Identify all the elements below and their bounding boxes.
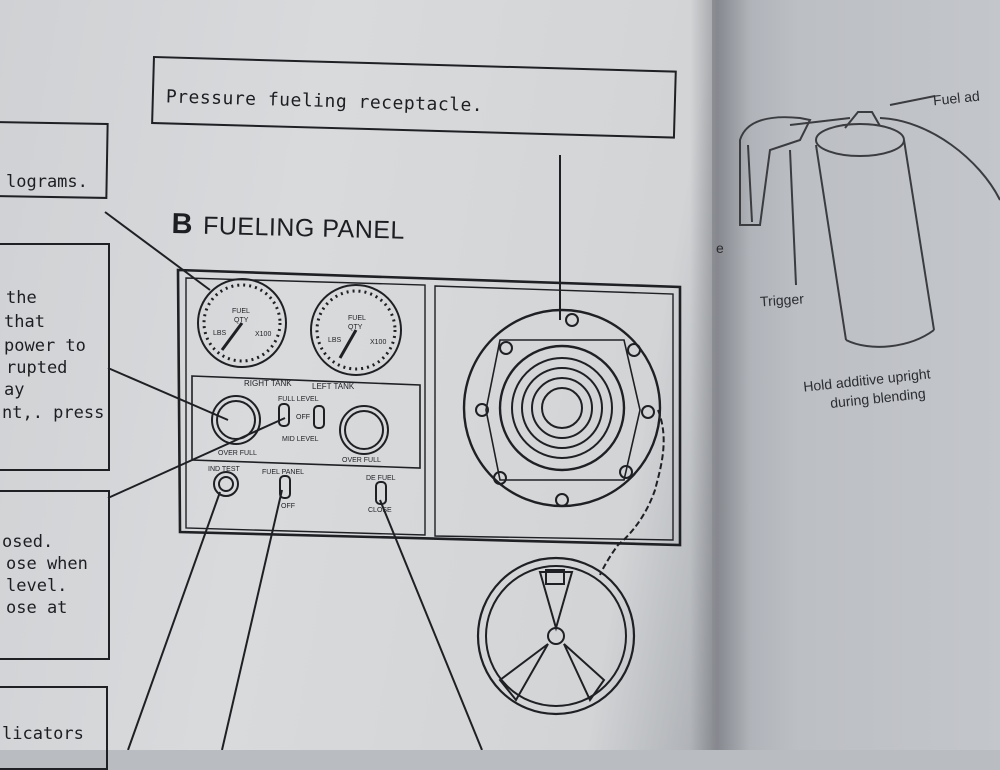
- over-full-right-label: OVER FULL: [218, 450, 257, 457]
- box3-line-1: osed.: [2, 532, 54, 552]
- box2-line-4: rupted: [6, 358, 68, 378]
- book-gutter: [690, 0, 750, 750]
- mid-level-label: MID LEVEL: [282, 436, 319, 443]
- box2-line-3: power to: [4, 336, 86, 356]
- gauge1-qty-label: QTY: [234, 317, 249, 324]
- ind-test-label: IND TEST: [208, 466, 240, 473]
- edge-letter: e: [716, 240, 724, 256]
- de-fuel-label: DE FUEL: [366, 475, 396, 482]
- left-box-2: [0, 243, 110, 471]
- box4-line-1: licators: [2, 724, 84, 744]
- fuel-panel-off-label: OFF: [281, 503, 295, 510]
- over-full-left-label: OVER FULL: [342, 457, 381, 464]
- box2-line-1: the: [6, 288, 37, 308]
- gauge1-x100-label: X100: [255, 331, 271, 338]
- gauge2-fuel-label: FUEL: [348, 315, 366, 322]
- box3-line-4: ose at: [6, 598, 68, 618]
- gauge2-lbs-label: LBS: [328, 337, 342, 344]
- off-label: OFF: [296, 414, 310, 421]
- box1-line: lograms.: [6, 172, 88, 192]
- fuel-panel-label: FUEL PANEL: [262, 469, 304, 476]
- gauge1-lbs-label: LBS: [213, 330, 227, 337]
- left-box-3: [0, 490, 110, 660]
- gauge2-x100-label: X100: [370, 339, 386, 346]
- full-level-label: FULL LEVEL: [278, 396, 319, 403]
- gauge2-qty-label: QTY: [348, 324, 363, 331]
- fueling-panel-diagram: FUEL QTY LBS X100 FUEL QTY LBS X100 RIGH…: [104, 95, 1000, 750]
- close-label: CLOSE: [368, 507, 392, 514]
- left-tank-label: LEFT TANK: [312, 382, 355, 391]
- box3-line-3: level.: [6, 576, 68, 596]
- right-tank-label: RIGHT TANK: [244, 379, 292, 388]
- trigger-label: Trigger: [759, 290, 805, 310]
- box2-line-2: that: [4, 312, 45, 332]
- box2-line-5: ay: [4, 380, 25, 400]
- gauge1-fuel-label: FUEL: [232, 308, 250, 315]
- box3-line-2: ose when: [6, 554, 88, 574]
- box2-line-6: nt,. press: [2, 403, 105, 423]
